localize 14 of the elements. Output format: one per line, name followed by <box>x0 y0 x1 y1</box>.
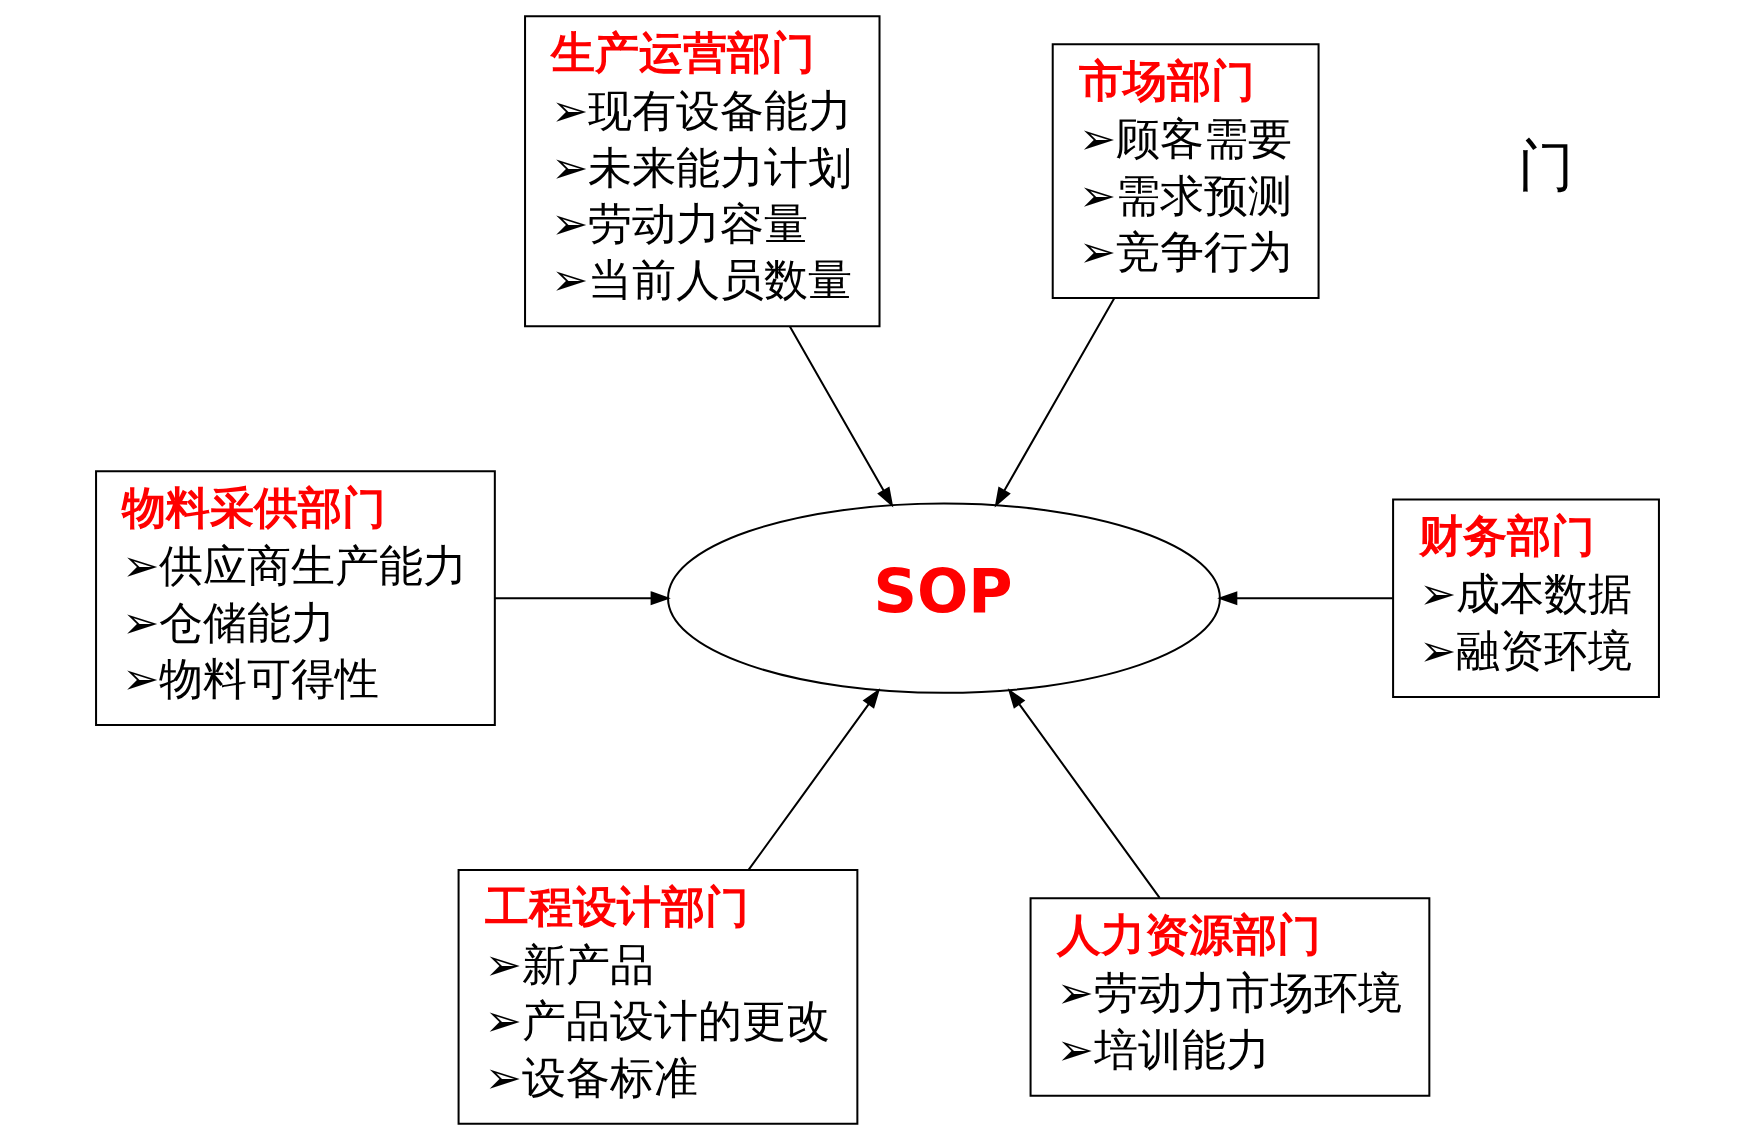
node-box: 工程设计部门 ➢新产品 ➢产品设计的更改 ➢设备标准 <box>457 869 859 1125</box>
node-box: 生产运营部门 ➢现有设备能力 ➢未来能力计划 ➢劳动力容量 ➢当前人员数量 <box>524 15 881 328</box>
arrow <box>1007 688 1161 899</box>
node-box: 市场部门 ➢顾客需要 ➢需求预测 ➢竞争行为 <box>1051 43 1320 300</box>
label: 门 <box>1518 133 1575 199</box>
arrow <box>789 326 894 508</box>
node-box: 物料采供部门 ➢供应商生产能力 ➢仓储能力 ➢物料可得性 <box>95 470 496 727</box>
node-box: 财务部门 ➢成本数据 ➢融资环境 <box>1392 498 1660 698</box>
arrow <box>747 688 881 871</box>
arrow <box>494 591 671 606</box>
node-box: 人力资源部门 ➢劳动力市场环境 ➢培训能力 <box>1029 897 1431 1097</box>
arrow <box>1217 591 1393 606</box>
arrow <box>994 297 1115 508</box>
node-ellipse: SOP <box>667 502 1221 694</box>
